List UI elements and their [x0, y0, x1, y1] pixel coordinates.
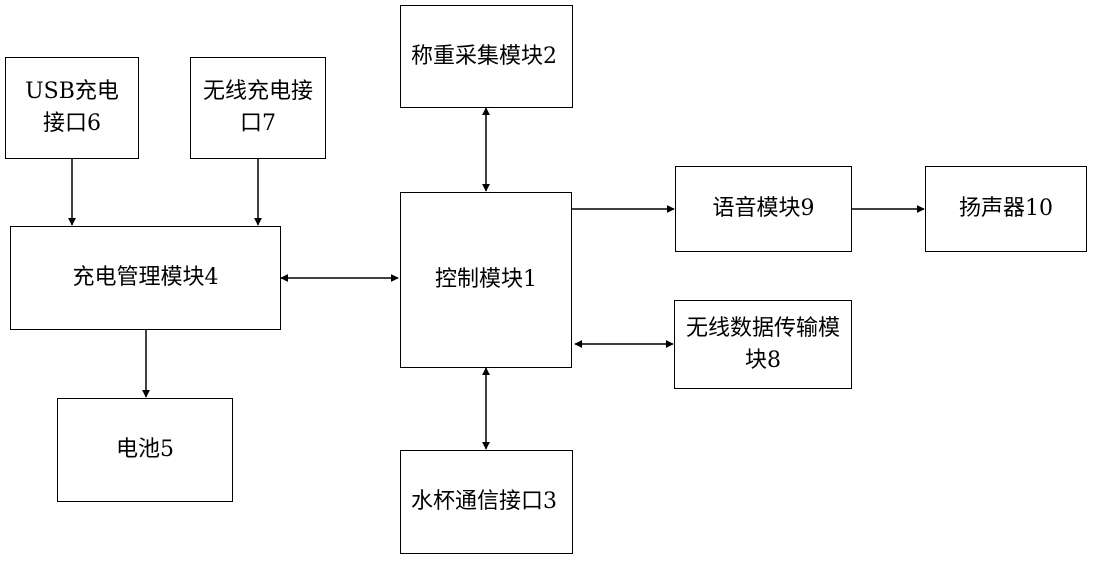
speaker-box: 扬声器10 [925, 166, 1087, 252]
wireless-data-module-box: 无线数据传输模块8 [674, 300, 852, 389]
voice-module-label: 语音模块9 [686, 193, 841, 225]
control-module-label: 控制模块1 [411, 264, 561, 296]
cup-interface-box: 水杯通信接口3 [400, 450, 573, 554]
weighing-module-label: 称重采集模块2 [411, 41, 562, 73]
battery-label: 电池5 [68, 434, 222, 466]
cup-interface-label: 水杯通信接口3 [411, 486, 562, 518]
speaker-label: 扬声器10 [936, 193, 1076, 225]
wireless-data-module-label: 无线数据传输模块8 [685, 313, 841, 377]
control-module-box: 控制模块1 [400, 192, 572, 368]
charge-management-module-label: 充电管理模块4 [21, 262, 270, 294]
weighing-module-box: 称重采集模块2 [400, 5, 573, 108]
wireless-charge-port-box: 无线充电接口7 [190, 57, 326, 159]
battery-box: 电池5 [57, 398, 233, 502]
wireless-charge-port-label: 无线充电接口7 [201, 76, 315, 140]
voice-module-box: 语音模块9 [675, 166, 852, 252]
charge-management-module-box: 充电管理模块4 [10, 226, 281, 330]
usb-charge-port-box: USB充电接口6 [5, 57, 139, 159]
usb-charge-port-label: USB充电接口6 [16, 76, 128, 140]
